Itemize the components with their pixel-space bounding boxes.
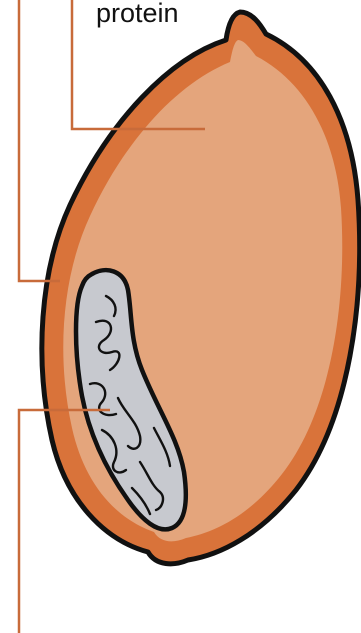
protein-label: protein bbox=[96, 0, 179, 28]
leader-line-seed-coat bbox=[19, 0, 60, 281]
